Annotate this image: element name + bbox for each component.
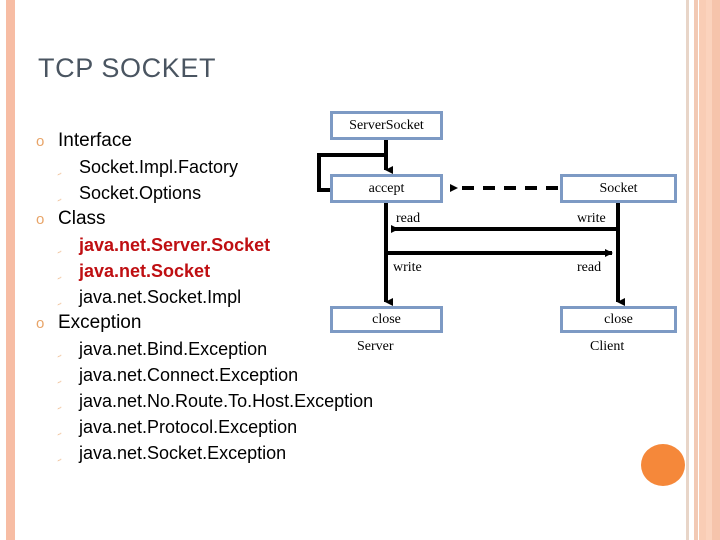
diagram-label-client-write: write bbox=[577, 211, 606, 226]
diagram-box-close-client: close bbox=[560, 306, 677, 333]
list-item-label: java.net.Socket bbox=[79, 261, 211, 281]
list-item: ࣦ java.net.Socket.Exception bbox=[57, 440, 426, 466]
orange-circle-decoration bbox=[641, 444, 685, 486]
list-item-label: java.net.Connect.Exception bbox=[79, 365, 299, 385]
bullet-marker-icon: o bbox=[36, 315, 45, 332]
diagram-box-close-server: close bbox=[330, 306, 443, 333]
right-accent-stripe-4 bbox=[706, 0, 712, 540]
list-item-label: java.net.Protocol.Exception bbox=[79, 417, 298, 437]
list-item: ࣦ java.net.Protocol.Exception bbox=[57, 414, 426, 440]
right-accent-stripe-5 bbox=[712, 0, 720, 540]
bullet-marker-icon: o bbox=[36, 211, 45, 228]
list-item-label: Socket.Options bbox=[79, 183, 202, 203]
list-item-label: Interface bbox=[58, 130, 132, 151]
diagram-label-client: Client bbox=[590, 339, 625, 354]
list-item: o Exception bbox=[36, 310, 426, 336]
diagram-label-server: Server bbox=[357, 339, 394, 354]
list-item: ࣦ java.net.No.Route.To.Host.Exception bbox=[57, 388, 426, 414]
left-accent-stripe bbox=[6, 0, 15, 540]
page-title: TCP SOCKET bbox=[38, 53, 217, 83]
bullet-marker-icon: o bbox=[36, 133, 45, 150]
diagram-label-server-read: read bbox=[396, 211, 421, 226]
list-item: ࣦ Socket.Options bbox=[57, 180, 426, 206]
right-accent-stripe-1 bbox=[686, 0, 689, 540]
bullet-list: o Interface ࣦ Socket.Impl.Factory ࣦ Sock… bbox=[36, 128, 426, 466]
diagram-box-accept: accept bbox=[330, 174, 443, 203]
right-accent-stripe-2 bbox=[694, 0, 698, 540]
list-item-label: Class bbox=[58, 208, 106, 229]
list-item: ࣦ Socket.Impl.Factory bbox=[57, 154, 426, 180]
diagram-label-server-write: write bbox=[393, 260, 422, 275]
list-item-label: java.net.Socket.Impl bbox=[79, 287, 242, 307]
list-item: ࣦ java.net.Connect.Exception bbox=[57, 362, 426, 388]
list-item: o Interface bbox=[36, 128, 426, 154]
list-item: ࣦ java.net.Server.Socket bbox=[57, 232, 426, 258]
list-item-label: java.net.Bind.Exception bbox=[79, 339, 268, 359]
right-accent-stripe-3 bbox=[699, 0, 706, 540]
diagram-label-client-read: read bbox=[577, 260, 602, 275]
list-item-label: Exception bbox=[58, 312, 142, 333]
diagram-box-server-socket: ServerSocket bbox=[330, 111, 443, 140]
list-item-label: java.net.No.Route.To.Host.Exception bbox=[79, 391, 374, 411]
list-item: o Class bbox=[36, 206, 426, 232]
list-item: ࣦ java.net.Socket bbox=[57, 258, 426, 284]
list-item: ࣦ java.net.Bind.Exception bbox=[57, 336, 426, 362]
list-item-label: java.net.Server.Socket bbox=[79, 235, 271, 255]
list-item: ࣦ java.net.Socket.Impl bbox=[57, 284, 426, 310]
list-item-label: java.net.Socket.Exception bbox=[79, 443, 287, 463]
diagram-box-socket: Socket bbox=[560, 174, 677, 203]
list-item-label: Socket.Impl.Factory bbox=[79, 157, 239, 177]
